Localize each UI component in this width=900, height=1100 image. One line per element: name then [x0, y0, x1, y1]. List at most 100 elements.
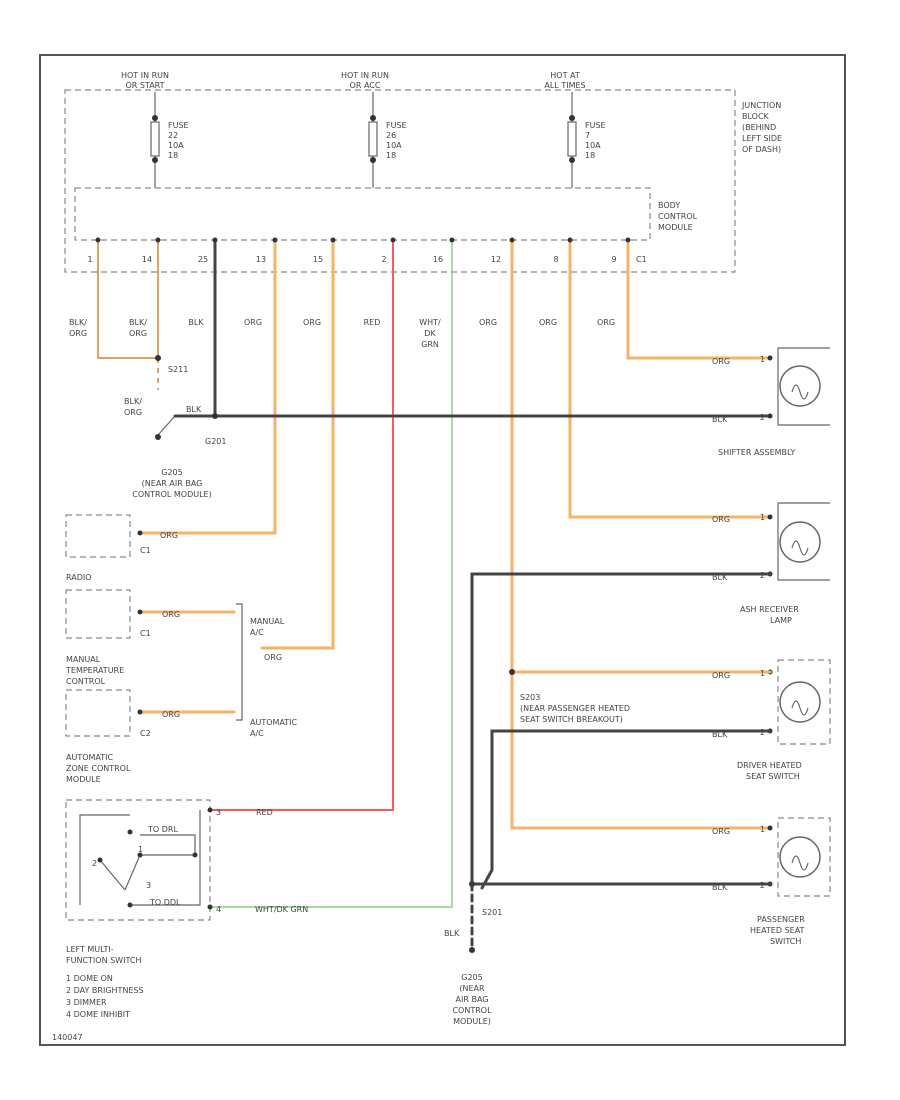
- diagram-frame: [39, 54, 846, 1046]
- blk-label-bottom: BLK: [444, 929, 460, 938]
- svg-text:12: 12: [491, 255, 501, 264]
- wire-wht-grn-16: [210, 240, 453, 908]
- svg-text:LEFT MULTI-: LEFT MULTI-: [66, 945, 114, 954]
- c1-label-radio: C1: [140, 629, 151, 638]
- blk-label-shifter: BLK: [712, 415, 728, 424]
- ash-receiver-lamp: [767, 502, 830, 581]
- svg-text:13: 13: [256, 255, 266, 264]
- ground-g205-top: [155, 434, 161, 440]
- body-control-module-box: [74, 187, 651, 241]
- g201-label: G201: [205, 437, 226, 446]
- switch-text-2: TO DDL: [149, 898, 181, 907]
- switch-text-1: TO DRL: [147, 825, 178, 834]
- fuse-22-amp: 10A: [168, 141, 184, 150]
- svg-text:(BEHIND: (BEHIND: [742, 123, 776, 132]
- driver-seat-label-1: DRIVER HEATED: [737, 761, 802, 770]
- fuse-22-label: FUSE: [168, 121, 189, 130]
- svg-text:MODULE: MODULE: [658, 223, 693, 232]
- org-label-passenger: ORG: [712, 827, 730, 836]
- pin1-label-ash: 1: [760, 513, 765, 522]
- passenger-heated-seat-switch: [767, 817, 831, 897]
- fuse-22-num: 22: [168, 131, 178, 140]
- hot-label-1: HOT IN RUN: [121, 71, 169, 80]
- svg-text:BLK/: BLK/: [129, 318, 147, 327]
- svg-text:1: 1: [87, 255, 92, 264]
- ash-receiver-label-1: ASH RECEIVER: [740, 605, 799, 614]
- svg-text:AIR BAG: AIR BAG: [456, 995, 489, 1004]
- blk-label-passenger: BLK: [712, 883, 728, 892]
- svg-text:WHT/: WHT/: [419, 318, 441, 327]
- pin2-label-ash: 2: [760, 571, 765, 580]
- svg-text:2: 2: [381, 255, 386, 264]
- svg-text:(NEAR: (NEAR: [459, 984, 485, 993]
- svg-text:ORG: ORG: [69, 329, 87, 338]
- junction-block-label: JUNCTION BLOCK (BEHIND LEFT SIDE OF DASH…: [741, 101, 782, 154]
- diagram-code: 140047: [52, 1033, 83, 1042]
- driver-heated-seat-switch: [767, 659, 831, 745]
- hot-label-2: HOT IN RUN: [341, 71, 389, 80]
- org-label-radio: ORG: [162, 610, 180, 619]
- svg-text:1 DOME ON: 1 DOME ON: [66, 974, 113, 983]
- svg-text:GRN: GRN: [421, 340, 439, 349]
- c1-label-airbag: C1: [140, 546, 151, 555]
- red-label-switch: RED: [256, 808, 273, 817]
- wire-color-labels: BLK/ ORG BLK/ ORG BLK ORG ORG RED WHT/ D…: [69, 318, 615, 349]
- wire-org-13: [138, 238, 277, 535]
- org-label-ac: ORG: [264, 653, 282, 662]
- switch-num-2: 2: [92, 859, 97, 868]
- hot-label-3b: ALL TIMES: [544, 81, 585, 90]
- pin1-label-shifter: 1: [760, 355, 765, 364]
- fuse-26-num: 26: [386, 131, 396, 140]
- fuse-26-amp: 10A: [386, 141, 402, 150]
- ash-receiver-label-2: LAMP: [770, 616, 792, 625]
- fuse-7-gauge: 18: [585, 151, 595, 160]
- blk-label-ground: BLK: [186, 405, 202, 414]
- org-label-shifter: ORG: [712, 357, 730, 366]
- svg-text:TEMPERATURE: TEMPERATURE: [65, 666, 124, 675]
- s203-label: S203 (NEAR PASSENGER HEATED SEAT SWITCH …: [520, 693, 630, 724]
- azcm-label: AUTOMATIC ZONE CONTROL MODULE: [66, 753, 131, 784]
- passenger-seat-label: PASSENGER HEATED SEAT SWITCH: [750, 915, 805, 946]
- fuse-22: FUSE 22 10A 18: [150, 92, 189, 188]
- airbag-module-connector-box: [65, 514, 131, 558]
- radio-box: [65, 589, 131, 639]
- svg-text:ORG: ORG: [597, 318, 615, 327]
- fuse-7-label: FUSE: [585, 121, 606, 130]
- fuse-7-num: 7: [585, 131, 590, 140]
- fuse-26: FUSE 26 10A 18: [368, 92, 407, 188]
- splice-g201: [212, 413, 218, 419]
- pin2-label-shifter: 2: [760, 413, 765, 422]
- manual-ac-label-1: MANUAL: [250, 617, 285, 626]
- s201-label: S201: [482, 908, 502, 917]
- splice-s203: [509, 669, 515, 675]
- svg-text:PASSENGER: PASSENGER: [757, 915, 805, 924]
- svg-text:MODULE: MODULE: [66, 775, 101, 784]
- fuse-26-label: FUSE: [386, 121, 407, 130]
- switch-num-3: 3: [146, 881, 151, 890]
- automatic-ac-label-1: AUTOMATIC: [250, 718, 298, 727]
- svg-text:BLK: BLK: [188, 318, 204, 327]
- shifter-assembly-label: SHIFTER ASSEMBLY: [718, 448, 795, 457]
- fuse-26-gauge: 18: [386, 151, 396, 160]
- bcm-label: BODY CONTROL MODULE: [658, 201, 698, 232]
- svg-text:BODY: BODY: [658, 201, 680, 210]
- wire-red-2: [210, 240, 394, 811]
- wire-blk-driver: [480, 729, 772, 890]
- bcm-pin-numbers: 1 14 25 13 15 2 16 12 8 9 C1: [87, 255, 646, 264]
- svg-text:ORG: ORG: [129, 329, 147, 338]
- ground-g205-bottom: [469, 947, 475, 953]
- multifunction-switch-symbol: [79, 807, 213, 910]
- c2-label-mtc: C2: [140, 729, 151, 738]
- wire-org-9: [626, 238, 772, 360]
- pin2-label-passenger: 2: [760, 881, 765, 890]
- org-label-ash: ORG: [712, 515, 730, 524]
- svg-text:8: 8: [553, 255, 558, 264]
- wht-dk-grn-label: WHT/DK GRN: [255, 905, 308, 914]
- svg-text:(NEAR AIR BAG: (NEAR AIR BAG: [142, 479, 203, 488]
- svg-text:G205: G205: [161, 468, 182, 477]
- pin1-label-driver: 1: [760, 669, 765, 678]
- blk-label-ash: BLK: [712, 573, 728, 582]
- wire-blk-ash: [470, 572, 772, 886]
- junction-block-box: [64, 89, 736, 273]
- fuse-7-amp: 10A: [585, 141, 601, 150]
